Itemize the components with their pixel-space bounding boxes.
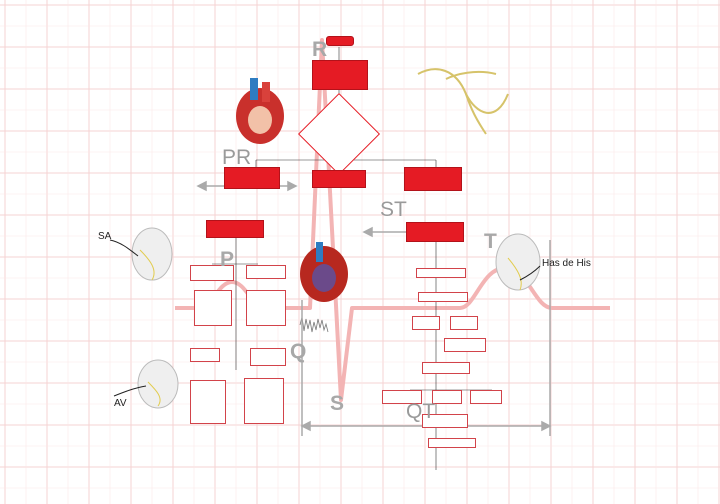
flow-note-box [190,348,220,362]
av-pointer-arrow [113,385,147,397]
flow-branch-left-box [224,167,280,189]
flow-note-box [246,265,286,279]
flow-note-box [418,292,468,302]
flow-note-box [194,290,232,326]
flow-note-box [250,348,286,366]
heart-conduction-icon [131,227,173,281]
flow-note-box [416,268,466,278]
flow-note-box [412,316,440,330]
anatomy-label-sa: SA [98,231,112,242]
his-pointer-arrow [519,265,541,281]
flow-note-box [244,378,284,424]
flow-note-box [422,414,468,428]
ecg-noise [299,316,329,333]
sa-pointer-arrow [109,239,139,257]
heart-anatomy-icon [236,78,284,144]
flow-process-box [312,60,368,90]
flow-note-box [470,390,502,404]
flow-branch-right-box [404,167,462,191]
anatomy-label-av: AV [114,398,127,409]
heart-conduction-icon [495,233,541,291]
flow-note-box [190,380,226,424]
wave-label-t: T [484,230,497,253]
wave-label-p: P [220,248,235,271]
flow-sub-left-box [206,220,264,238]
flow-note-box [444,338,486,352]
flow-note-box [246,290,286,326]
flow-start-box [326,36,354,46]
flow-note-box [428,438,476,448]
wave-label-s: S [330,392,345,415]
heart-cross-section-icon [300,242,348,302]
wave-label-q: Q [290,340,307,363]
flow-note-box [450,316,478,330]
flow-branch-center-box [312,170,366,188]
flow-note-box [190,265,234,281]
flow-note-box [432,390,462,404]
heart-conduction-icon [137,359,179,409]
flow-note-box [382,390,422,404]
anatomy-label-his: Has de His [542,258,591,269]
wave-label-qt: QT [406,400,436,423]
wave-label-pr: PR [222,146,252,169]
flowchart-connectors [212,47,492,470]
wave-label-st: ST [380,198,407,221]
flow-sub-right-box [406,222,464,242]
flow-note-box [422,362,470,374]
purkinje-fibers-icon [417,68,509,135]
wave-label-r: R [312,38,328,61]
